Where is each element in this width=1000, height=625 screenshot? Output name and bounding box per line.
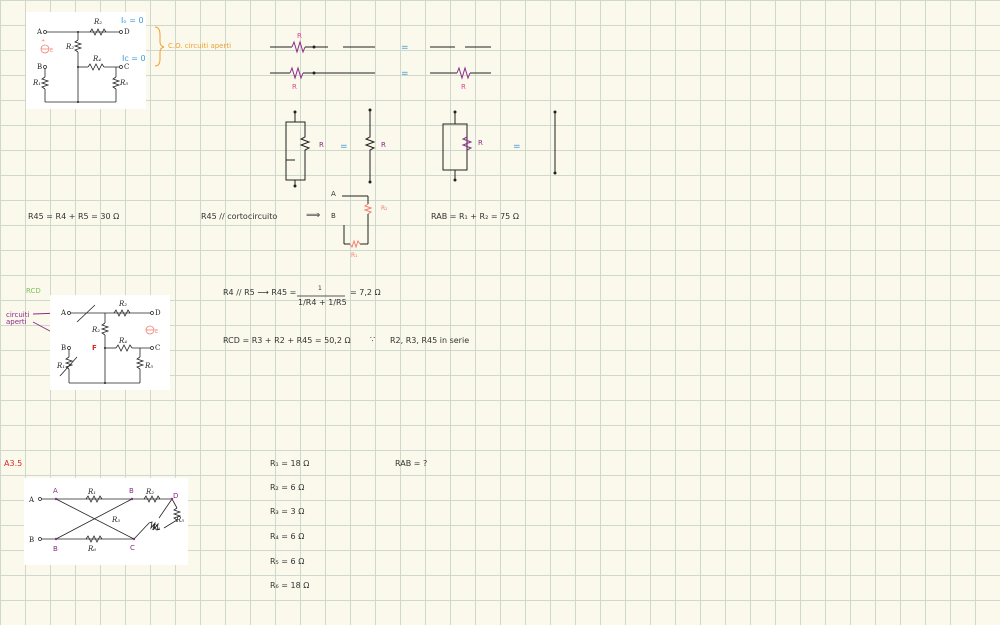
equals-sign: = bbox=[401, 43, 409, 53]
open-circuit-note-2: circuiti aperti bbox=[6, 311, 30, 326]
svg-text:R₂: R₂ bbox=[91, 326, 100, 334]
circuit-figure-1: E + A B D C R₂ R₂ R₄ R₅ R₁ bbox=[26, 12, 146, 109]
sketch-parallel-short bbox=[442, 110, 557, 182]
svg-text:A: A bbox=[60, 309, 67, 317]
svg-text:+: + bbox=[41, 38, 45, 44]
svg-text:B: B bbox=[53, 545, 58, 553]
sketch-open-with-r bbox=[270, 40, 491, 54]
r45-result: = 7,2 Ω bbox=[350, 288, 381, 297]
resistor-value-5: R₅ = 6 Ω bbox=[270, 557, 305, 566]
svg-text:C: C bbox=[124, 63, 129, 71]
svg-text:R: R bbox=[292, 83, 297, 91]
because-symbol: ∵ bbox=[370, 335, 376, 344]
rab-equation: RAB = R₁ + R₂ = 75 Ω bbox=[431, 212, 519, 221]
svg-text:R₁: R₁ bbox=[87, 488, 96, 496]
svg-text:E: E bbox=[50, 48, 53, 54]
svg-text:A: A bbox=[53, 487, 58, 495]
circuit-figure-3: A B R₁ R₂ R₃ R₄ R₅ R₆ A B B C D bbox=[24, 478, 188, 565]
svg-text:R₂: R₂ bbox=[65, 43, 74, 51]
svg-text:R: R bbox=[381, 141, 386, 149]
svg-text:B: B bbox=[29, 536, 34, 544]
series-note: R2, R3, R45 in serie bbox=[390, 336, 470, 345]
node-a-label: A bbox=[331, 190, 336, 198]
svg-text:D: D bbox=[124, 28, 130, 36]
svg-text:C: C bbox=[155, 344, 160, 352]
orange-brace bbox=[154, 26, 165, 67]
resistor-value-2: R₂ = 6 Ω bbox=[270, 483, 305, 492]
svg-text:F: F bbox=[92, 344, 97, 352]
svg-text:B: B bbox=[129, 487, 134, 495]
r45-series-equation: R45 = R4 + R5 = 30 Ω bbox=[28, 212, 120, 221]
svg-text:R₄: R₄ bbox=[118, 337, 127, 345]
ic-label: Ic = 0 bbox=[122, 54, 146, 63]
svg-text:B: B bbox=[61, 344, 66, 352]
node-b-label: B bbox=[331, 212, 336, 220]
parallel-short-note: R45 // cortocircuito bbox=[201, 212, 278, 221]
implies-arrow: ⟹ bbox=[306, 210, 321, 221]
svg-text:=: = bbox=[513, 142, 521, 152]
sketch-short-with-r bbox=[270, 66, 491, 80]
svg-text:R: R bbox=[478, 139, 483, 147]
svg-text:A: A bbox=[28, 496, 35, 504]
svg-text:D: D bbox=[155, 309, 161, 317]
rab-question: RAB = ? bbox=[395, 459, 428, 468]
io-label: Iₒ = 0 bbox=[121, 16, 144, 25]
svg-text:R₃: R₃ bbox=[111, 516, 120, 524]
exercise-label: A3.5 bbox=[4, 459, 23, 468]
svg-text:E: E bbox=[155, 329, 158, 335]
svg-text:R₅: R₅ bbox=[175, 516, 184, 524]
resistor-value-1: R₁ = 18 Ω bbox=[270, 459, 310, 468]
svg-text:B: B bbox=[37, 63, 42, 71]
svg-text:C: C bbox=[130, 544, 135, 552]
circuit-figure-2: E A B D C F R₂ R₂ R₄ R₅ R₁ bbox=[50, 295, 170, 390]
svg-text:R₁: R₁ bbox=[56, 362, 65, 370]
svg-text:R₄: R₄ bbox=[92, 55, 101, 63]
svg-text:R₅: R₅ bbox=[119, 79, 128, 87]
resistor-value-3: R₃ = 3 Ω bbox=[270, 507, 305, 516]
r45-parallel-equation: R4 // R5 ⟶ R45 = bbox=[223, 288, 297, 297]
sketch-rab-circuit bbox=[342, 195, 373, 249]
r-label: R bbox=[297, 32, 302, 40]
fraction-numerator: 1 bbox=[318, 285, 322, 292]
svg-text:R₆: R₆ bbox=[87, 545, 96, 553]
svg-text:R: R bbox=[319, 141, 324, 149]
svg-text:=: = bbox=[401, 69, 409, 79]
resistor-value-4: R₄ = 6 Ω bbox=[270, 532, 305, 541]
svg-text:D: D bbox=[173, 492, 178, 500]
rcd-heading: RCD bbox=[26, 287, 41, 295]
svg-text:R₂: R₂ bbox=[118, 300, 127, 308]
svg-text:R₅: R₅ bbox=[144, 362, 153, 370]
r1-label: R₁ bbox=[351, 252, 358, 259]
svg-text:=: = bbox=[340, 142, 348, 152]
svg-text:R₄: R₄ bbox=[151, 524, 160, 532]
svg-text:R₂: R₂ bbox=[93, 18, 102, 26]
svg-text:A: A bbox=[36, 28, 43, 36]
svg-text:R₁: R₁ bbox=[32, 79, 41, 87]
sketch-parallel-r bbox=[285, 108, 376, 188]
fraction-denominator: 1/R4 + 1/R5 bbox=[298, 298, 347, 307]
rcd-equation: RCD = R3 + R2 + R45 = 50,2 Ω bbox=[223, 336, 351, 345]
resistor-value-6: R₆ = 18 Ω bbox=[270, 581, 310, 590]
open-circuit-note: C.O. circuiti aperti bbox=[168, 42, 232, 50]
svg-text:R: R bbox=[461, 83, 466, 91]
svg-text:R₂: R₂ bbox=[145, 488, 154, 496]
r2-label: R₂ bbox=[381, 205, 388, 212]
